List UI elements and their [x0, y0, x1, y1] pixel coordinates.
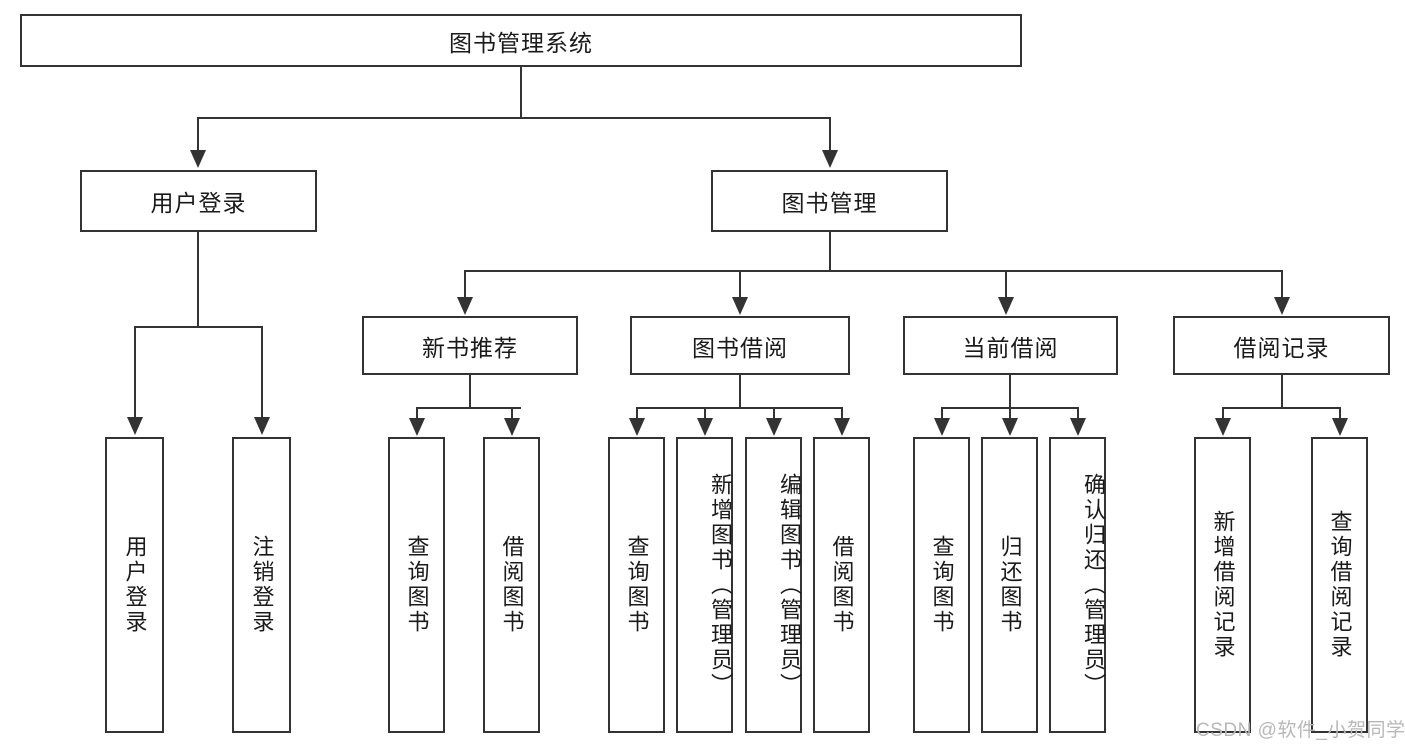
arrowhead-icon	[732, 297, 748, 315]
connector-book-mgmt-child-2	[739, 270, 741, 298]
connector-root-to-user-login	[197, 117, 199, 151]
connector-borrow-record-child-1	[1222, 407, 1224, 419]
arrowhead-icon	[1332, 418, 1348, 436]
connector-borrow-record-stem	[1281, 375, 1283, 409]
node-label: 借阅图书	[829, 535, 855, 635]
connector-book-borrow-child-4	[841, 407, 843, 419]
connector-book-borrow-bus	[636, 407, 841, 409]
node-label: 图书借阅	[692, 334, 788, 361]
connector-user-login-child-1	[134, 326, 136, 418]
node-new-book-recommend[interactable]: 新书推荐	[362, 316, 578, 375]
node-label: 新增借阅记录	[1210, 510, 1236, 660]
node-current-borrow[interactable]: 当前借阅	[903, 316, 1118, 375]
arrowhead-icon	[1002, 418, 1018, 436]
connector-book-borrow-child-2	[704, 407, 706, 419]
node-borrow-record[interactable]: 借阅记录	[1173, 316, 1390, 375]
leaf-borrow-query-book[interactable]: 查询图书	[608, 437, 665, 733]
leaf-borrow-edit-book-admin[interactable]: 编辑图书（管理员）	[745, 437, 802, 733]
connector-book-mgmt-child-4	[1281, 270, 1283, 298]
connector-book-mgmt-stem	[829, 232, 831, 272]
connector-current-borrow-child-3	[1077, 407, 1079, 419]
node-book-borrow[interactable]: 图书借阅	[630, 316, 850, 375]
arrowhead-icon	[766, 418, 782, 436]
connector-book-borrow-child-3	[773, 407, 775, 419]
node-label: 借阅记录	[1233, 334, 1330, 361]
connector-book-borrow-stem	[739, 375, 741, 409]
arrowhead-icon	[457, 297, 473, 315]
node-label: 查询借阅记录	[1327, 510, 1353, 660]
connector-current-borrow-child-1	[941, 407, 943, 419]
arrowhead-icon	[697, 418, 713, 436]
leaf-newbook-borrow-book[interactable]: 借阅图书	[483, 437, 540, 733]
node-label: 用户登录	[150, 190, 247, 216]
arrowhead-icon	[998, 297, 1014, 315]
node-root-system[interactable]: 图书管理系统	[20, 14, 1022, 67]
connector-new-book-bus	[416, 407, 521, 409]
node-label: 当前借阅	[962, 334, 1059, 361]
arrowhead-icon	[254, 417, 270, 435]
node-label: 查询图书	[929, 535, 955, 635]
connector-book-mgmt-child-1	[464, 270, 466, 298]
arrowhead-icon	[190, 150, 206, 168]
node-label: 借阅图书	[499, 535, 525, 635]
node-label: 归还图书	[997, 535, 1023, 635]
connector-borrow-record-child-2	[1339, 407, 1341, 419]
leaf-newbook-query-book[interactable]: 查询图书	[388, 437, 445, 733]
node-label: 新增图书（管理员）	[708, 472, 733, 698]
arrowhead-icon	[127, 417, 143, 435]
watermark-text: CSDN @软件_小贺同学	[1196, 720, 1405, 741]
node-label: 用户登录	[122, 535, 148, 635]
arrowhead-icon	[834, 418, 850, 436]
arrowhead-icon	[1215, 418, 1231, 436]
leaf-record-query-record[interactable]: 查询借阅记录	[1311, 437, 1368, 733]
connector-root-stem	[520, 67, 522, 117]
node-label: 查询图书	[404, 535, 430, 635]
arrowhead-icon	[934, 418, 950, 436]
node-label: 新书推荐	[422, 334, 518, 361]
connector-new-book-stem	[469, 375, 471, 409]
connector-book-mgmt-bus	[464, 270, 1282, 272]
csdn-watermark: CSDN @软件_小贺同学	[1196, 715, 1405, 742]
connector-current-borrow-child-2	[1009, 407, 1011, 419]
leaf-borrow-borrow-book[interactable]: 借阅图书	[813, 437, 870, 733]
arrowhead-icon	[629, 418, 645, 436]
arrowhead-icon	[1070, 418, 1086, 436]
connector-book-mgmt-child-3	[1005, 270, 1007, 298]
leaf-current-query-book[interactable]: 查询图书	[913, 437, 970, 733]
node-label: 注销登录	[249, 535, 275, 635]
connector-user-login-stem	[197, 232, 199, 328]
connector-book-borrow-child-1	[636, 407, 638, 419]
node-book-management[interactable]: 图书管理	[711, 170, 948, 232]
leaf-current-return-book[interactable]: 归还图书	[981, 437, 1038, 733]
node-label: 查询图书	[624, 535, 650, 635]
node-label: 确认归还（管理员）	[1081, 472, 1106, 698]
leaf-borrow-add-book-admin[interactable]: 新增图书（管理员）	[676, 437, 733, 733]
connector-root-bus	[197, 117, 831, 119]
connector-user-login-bus	[134, 326, 263, 328]
node-label: 图书管理	[781, 190, 878, 216]
connector-current-borrow-stem	[1009, 375, 1011, 409]
leaf-record-add-record[interactable]: 新增借阅记录	[1194, 437, 1251, 733]
arrowhead-icon	[409, 418, 425, 436]
connector-borrow-record-bus	[1222, 407, 1341, 409]
node-label: 图书管理系统	[449, 29, 593, 56]
leaf-user-login[interactable]: 用户登录	[105, 437, 164, 733]
connector-new-book-child-1	[416, 407, 418, 419]
connector-user-login-child-2	[261, 326, 263, 418]
arrowhead-icon	[1274, 297, 1290, 315]
node-user-login[interactable]: 用户登录	[80, 170, 317, 232]
connector-new-book-child-2	[511, 407, 513, 419]
connector-root-to-book-mgmt	[829, 117, 831, 151]
arrowhead-icon	[504, 418, 520, 436]
leaf-logout[interactable]: 注销登录	[232, 437, 291, 733]
arrowhead-icon	[822, 150, 838, 168]
leaf-current-confirm-return-admin[interactable]: 确认归还（管理员）	[1049, 437, 1106, 733]
node-label: 编辑图书（管理员）	[777, 472, 802, 698]
